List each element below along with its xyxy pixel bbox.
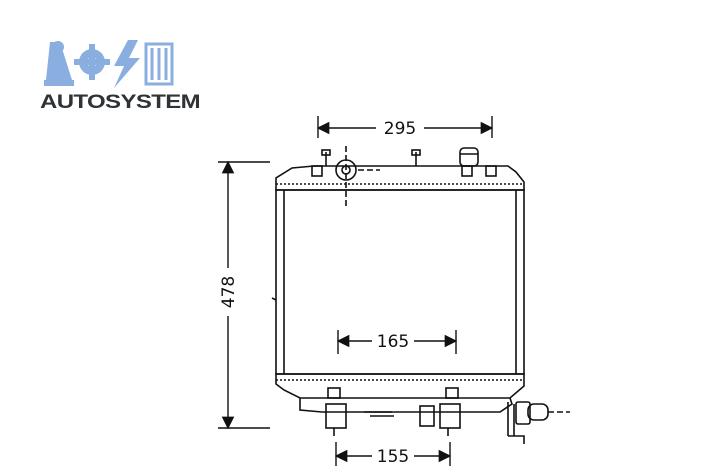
dimension-top-width: 295 [316, 116, 494, 139]
dimension-top-width-label: 295 [384, 119, 416, 139]
dimension-height-label: 478 [219, 276, 239, 308]
lightning-icon [114, 40, 140, 88]
logo-brand-text: AUTOSYSTEM [40, 92, 200, 113]
radiator-body [271, 146, 570, 444]
dimension-core-mid-label: 165 [377, 332, 409, 352]
mechanic-icon [44, 41, 74, 86]
dimension-height: 478 [218, 160, 270, 430]
dimension-core-mid: 165 [336, 330, 458, 354]
dimension-bottom-outlets-label: 155 [377, 447, 409, 467]
dimension-bottom-outlets: 155 [334, 442, 452, 467]
autosystem-logo: AUTOSYSTEM [40, 40, 201, 113]
radiator-icon [144, 42, 174, 86]
gear-icon [74, 44, 110, 80]
